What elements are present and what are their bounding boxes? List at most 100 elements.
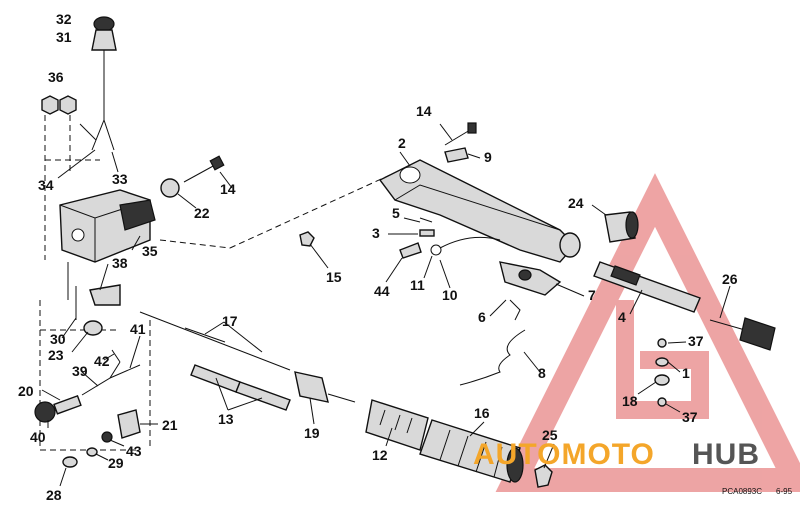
leader-23 xyxy=(71,331,89,353)
part-label: 23 xyxy=(48,347,64,363)
bolt-44 xyxy=(399,242,422,259)
part-label: 24 xyxy=(568,195,584,211)
cap-28 xyxy=(62,456,78,468)
knob-cap xyxy=(93,16,115,32)
leader-5 xyxy=(403,217,421,223)
leader-16 xyxy=(469,421,485,437)
part-label: 4 xyxy=(618,309,626,325)
part-label: 18 xyxy=(622,393,638,409)
cap-body xyxy=(534,464,553,488)
part-label: 42 xyxy=(94,353,110,369)
arm-edge xyxy=(394,184,561,231)
ball-37-lower xyxy=(657,397,667,407)
catalog-code: PCA0893C xyxy=(722,487,762,496)
clamp-38 xyxy=(89,284,121,306)
part-label: 37 xyxy=(688,333,704,349)
leader-33 xyxy=(111,151,119,173)
arm-end xyxy=(559,232,581,258)
wire-41 xyxy=(109,364,141,379)
watermark-word-b: HUB xyxy=(692,438,760,471)
part-label: 11 xyxy=(410,277,425,293)
bolt-14-head xyxy=(209,155,225,171)
small-parts xyxy=(62,409,141,468)
part-label: 32 xyxy=(56,11,72,27)
leader-6 xyxy=(489,299,507,317)
part-label: 38 xyxy=(112,255,128,271)
part-label: 37 xyxy=(682,409,698,425)
knob-boot xyxy=(91,29,117,51)
leader-13b xyxy=(227,397,263,411)
leader-25 xyxy=(543,443,555,469)
ring-11 xyxy=(430,244,442,256)
hardware-1-18-37 xyxy=(654,338,670,407)
leader-30 xyxy=(61,317,77,339)
leader-22 xyxy=(177,193,197,209)
part-label: 16 xyxy=(474,405,490,421)
throttle-ridges xyxy=(439,429,503,478)
dash-bracket-link xyxy=(159,239,231,249)
grip-16 xyxy=(419,419,524,483)
bushing-24 xyxy=(604,211,639,243)
part-label: 19 xyxy=(304,425,320,441)
cable-sleeve xyxy=(184,327,226,343)
leader-2 xyxy=(399,151,411,167)
grip-12 xyxy=(365,399,429,451)
part-label: 28 xyxy=(46,487,62,503)
leader-8 xyxy=(523,351,541,373)
part-label: 41 xyxy=(130,321,146,337)
washer-23 xyxy=(83,320,103,336)
spring-6 xyxy=(509,299,521,321)
throttle-end xyxy=(506,447,524,483)
hardware-center xyxy=(399,217,501,259)
part-label: 15 xyxy=(326,269,342,285)
rods-13 xyxy=(190,364,291,411)
part-label: 7 xyxy=(588,287,596,303)
leader-42 xyxy=(103,353,115,361)
screws-lower-left xyxy=(67,262,121,336)
part-label: 17 xyxy=(222,313,238,329)
ball-37-upper xyxy=(657,338,667,348)
bolt-assembly-right xyxy=(444,122,477,163)
part-label: 22 xyxy=(194,205,210,221)
date-code: 6-95 xyxy=(776,487,793,496)
switch-assembly xyxy=(34,349,141,423)
part-label: 31 xyxy=(56,29,72,45)
leader-38 xyxy=(99,263,109,291)
part-label: 25 xyxy=(542,427,558,443)
leader-4 xyxy=(629,289,643,315)
part-label: 3 xyxy=(372,225,380,241)
footer: PCA0893C 6-95 xyxy=(722,487,793,496)
ring-1-upper xyxy=(655,357,669,367)
leader-24 xyxy=(591,204,607,216)
part-label: 8 xyxy=(538,365,546,381)
leader-11 xyxy=(423,255,433,279)
part-label: 29 xyxy=(108,455,124,471)
steering-arm-2 xyxy=(378,159,581,263)
part-label: 6 xyxy=(478,309,486,325)
bracket-hole xyxy=(71,228,85,242)
bracket-7 xyxy=(459,261,562,386)
leader-36 xyxy=(79,123,97,141)
part-labels: 1245678910111213141415161718192021222324… xyxy=(18,11,738,503)
rod-26 xyxy=(709,319,746,331)
stud-43 xyxy=(101,431,113,443)
part-label: 43 xyxy=(126,443,142,459)
nut-right xyxy=(59,95,77,115)
part-label: 14 xyxy=(416,103,432,119)
watermark-g-mark xyxy=(616,300,709,419)
part-label: 26 xyxy=(722,271,738,287)
knob-assembly xyxy=(91,16,117,151)
leader-37b xyxy=(665,403,681,413)
nut-29 xyxy=(86,447,98,457)
watermark-word-a: AUTOMOTO xyxy=(473,438,655,471)
sleeve-pin xyxy=(327,393,356,403)
leader-17a xyxy=(204,321,225,335)
part-label: 35 xyxy=(142,243,158,259)
bracket-block xyxy=(119,199,156,231)
watermark-triangle-outer xyxy=(495,173,800,492)
part-label: 40 xyxy=(30,429,46,445)
wire-split xyxy=(91,119,115,151)
pin-5 xyxy=(419,217,433,223)
tube-band xyxy=(610,265,641,286)
switch-40 xyxy=(34,401,56,423)
